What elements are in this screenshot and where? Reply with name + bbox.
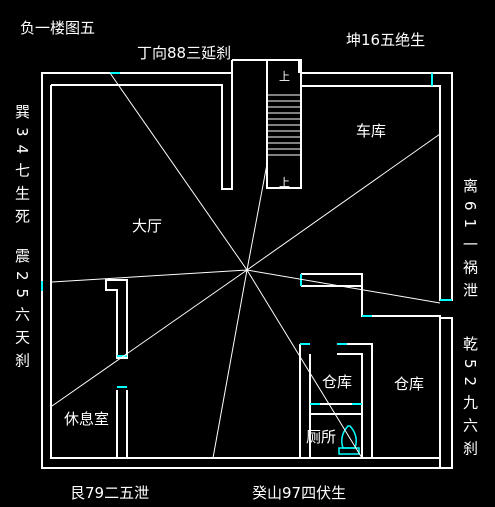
room-storage-2: 仓库 [394, 375, 424, 393]
label-zhen: 震25六天刹 [13, 248, 31, 375]
opening-marks [41, 72, 452, 405]
label-ding: 丁向88三延刹 [137, 44, 231, 62]
stair-mark-bottom: 上 [279, 176, 290, 189]
stair-mark-top: 上 [279, 70, 290, 83]
page-title: 负一楼图五 [20, 19, 95, 37]
room-storage-1: 仓库 [322, 373, 352, 391]
label-gen: 艮79二五泄 [70, 484, 149, 502]
interior-walls [105, 273, 441, 458]
label-li: 离61一祸泄 [461, 178, 479, 305]
room-toilet: 厕所 [306, 428, 336, 446]
toilet-fixture [338, 425, 360, 455]
room-hall: 大厅 [132, 217, 162, 235]
direction-rays [51, 72, 441, 459]
staircase [266, 59, 302, 189]
label-gui: 癸山97四伏生 [252, 484, 346, 502]
room-lounge: 休息室 [64, 410, 109, 428]
label-kun: 坤16五绝生 [346, 31, 425, 49]
outer-walls [41, 59, 453, 469]
label-qian: 乾52九六刹 [461, 336, 479, 463]
label-xun: 巽34七生死 [13, 104, 31, 231]
room-garage: 车库 [356, 122, 386, 140]
